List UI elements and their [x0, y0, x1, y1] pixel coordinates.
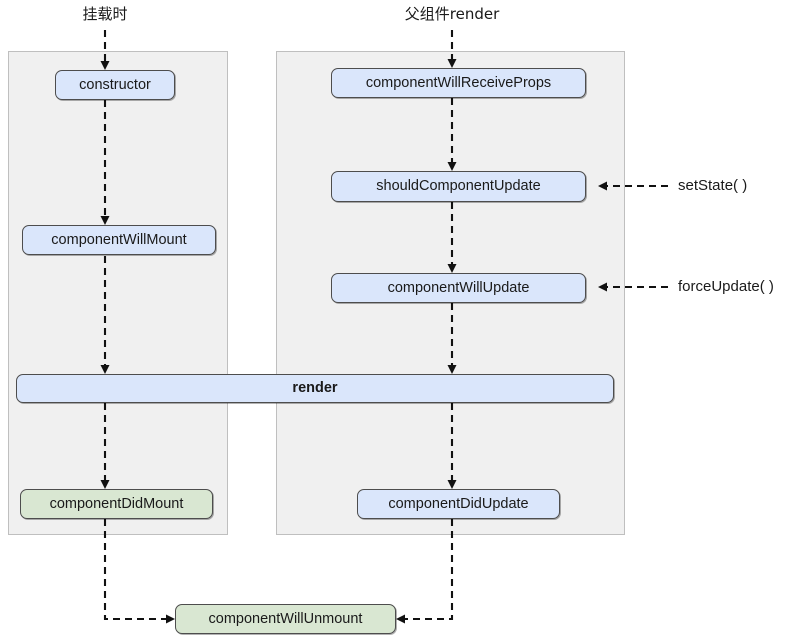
arrowhead-did-update-to-unmount — [396, 614, 405, 624]
trigger-label-set-state: setState( ) — [678, 177, 748, 194]
arrowhead-did-mount-to-unmount — [166, 614, 175, 624]
trigger-label-force-update: forceUpdate( ) — [678, 278, 774, 295]
node-render[interactable]: render — [16, 374, 614, 403]
node-component-will-mount[interactable]: componentWillMount — [22, 225, 216, 255]
node-component-will-update[interactable]: componentWillUpdate — [331, 273, 586, 303]
node-component-will-unmount[interactable]: componentWillUnmount — [175, 604, 396, 634]
node-should-component-update[interactable]: shouldComponentUpdate — [331, 171, 586, 202]
mount-phase-entry-label: 挂载时 — [82, 5, 128, 23]
node-component-did-update[interactable]: componentDidUpdate — [357, 489, 560, 519]
update-phase-entry-label: 父组件render — [404, 5, 500, 23]
mount-phase-panel — [8, 51, 228, 535]
node-component-will-receive-props[interactable]: componentWillReceiveProps — [331, 68, 586, 98]
node-constructor[interactable]: constructor — [55, 70, 175, 100]
node-component-did-mount[interactable]: componentDidMount — [20, 489, 213, 519]
